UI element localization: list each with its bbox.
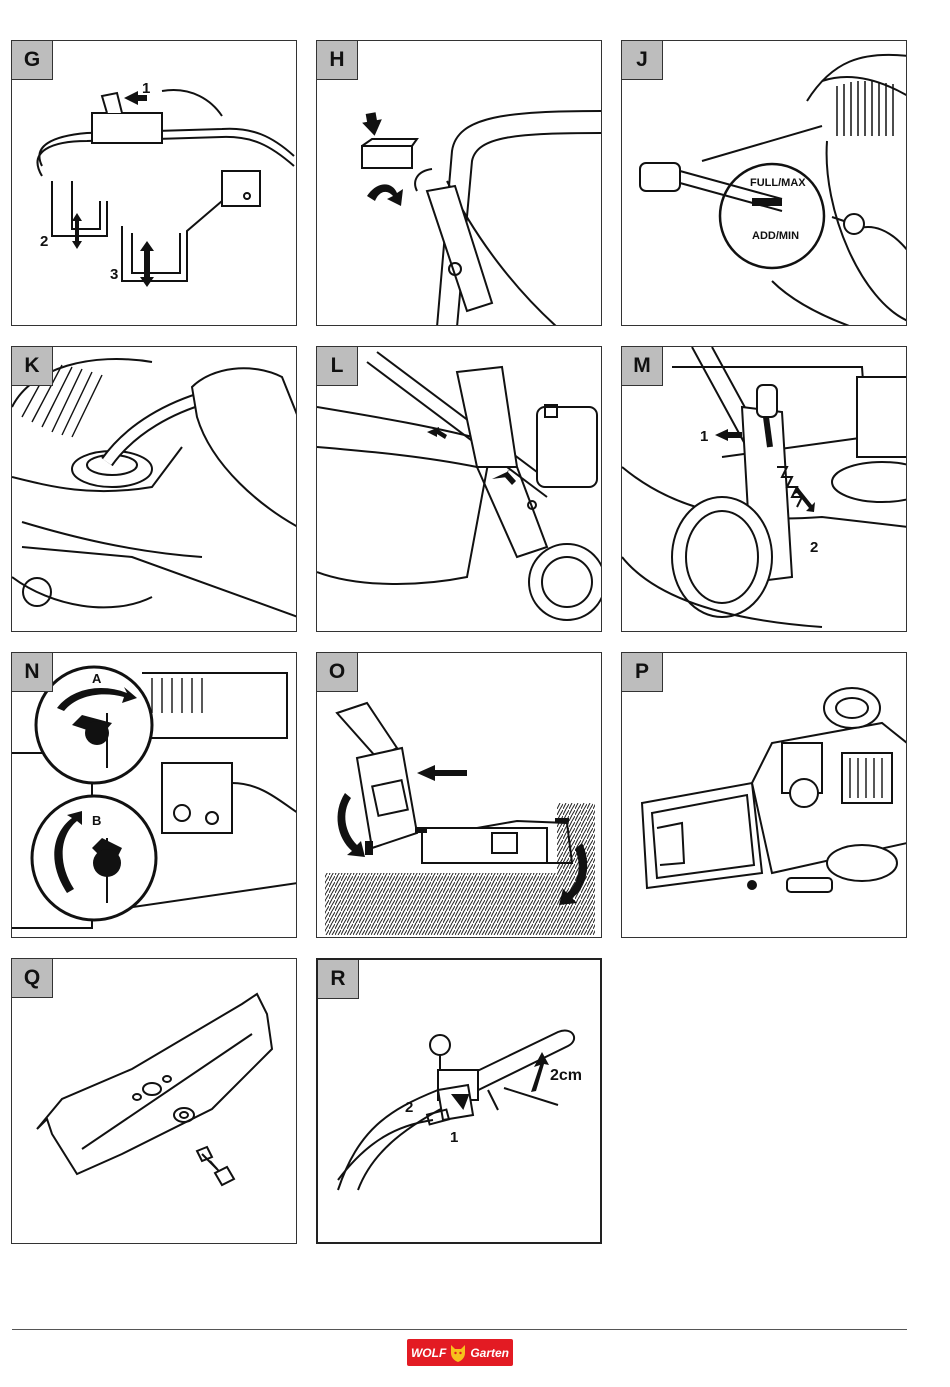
refuelling-illustration [12, 347, 297, 632]
oil-full-mark: FULL/MAX [750, 177, 806, 189]
throttle-cable-illustration: 2 1 2cm [318, 960, 602, 1244]
oil-dipstick-illustration: FULL/MAX ADD/MIN [622, 41, 907, 326]
label-a: A [92, 671, 102, 686]
panel-label-k: K [12, 347, 53, 386]
panel-label-l: L [317, 347, 358, 386]
label-b: B [92, 813, 101, 828]
figure-panel-m: M 1 2 [621, 346, 907, 632]
oil-add-mark: ADD/MIN [752, 230, 799, 242]
callout-1: 1 [450, 1129, 458, 1146]
cable-clip-illustration [317, 41, 602, 326]
cutting-height-illustration: 1 2 [622, 347, 907, 632]
mower-tilted-illustration [622, 653, 907, 938]
mowing-direction-illustration [317, 653, 602, 938]
callout-2: 2 [40, 233, 48, 250]
panel-label-j: J [622, 41, 663, 80]
panel-label-g: G [12, 41, 53, 80]
callout-3: 3 [110, 266, 118, 283]
handle-folding-illustration: 1 2 3 [12, 41, 297, 326]
blade-illustration [12, 959, 297, 1244]
fuel-tap-choke-illustration: A B [12, 653, 297, 938]
logo-text-wolf: WOLF [411, 1346, 446, 1360]
callout-2: 2 [405, 1099, 413, 1116]
callout-1: 1 [700, 428, 708, 445]
wolf-garten-logo: WOLF Garten [407, 1339, 513, 1366]
distance-label: 2cm [550, 1067, 582, 1084]
figure-panel-q: Q [11, 958, 297, 1244]
figure-panel-o: O [316, 652, 602, 938]
wolf-head-icon [449, 1343, 467, 1363]
callout-2: 2 [810, 539, 818, 556]
logo-text-garten: Garten [470, 1346, 509, 1360]
panel-label-p: P [622, 653, 663, 692]
figure-panel-h: H [316, 40, 602, 326]
panel-label-q: Q [12, 959, 53, 998]
grass-bag-attach-illustration [317, 347, 602, 632]
figure-panel-l: L [316, 346, 602, 632]
figure-panel-k: K [11, 346, 297, 632]
callout-1: 1 [142, 80, 150, 97]
figure-panel-j: J FULL/MAX ADD/MIN [621, 40, 907, 326]
figure-panel-n: N A B [11, 652, 297, 938]
panel-label-o: O [317, 653, 358, 692]
panel-label-h: H [317, 41, 358, 80]
panel-label-n: N [12, 653, 53, 692]
figure-panel-r: R 2 1 2cm [316, 958, 602, 1244]
footer-rule [12, 1329, 907, 1330]
figure-panel-g: G 1 2 3 [11, 40, 297, 326]
figure-panel-p: P [621, 652, 907, 938]
panel-label-r: R [318, 960, 359, 999]
panel-label-m: M [622, 347, 663, 386]
